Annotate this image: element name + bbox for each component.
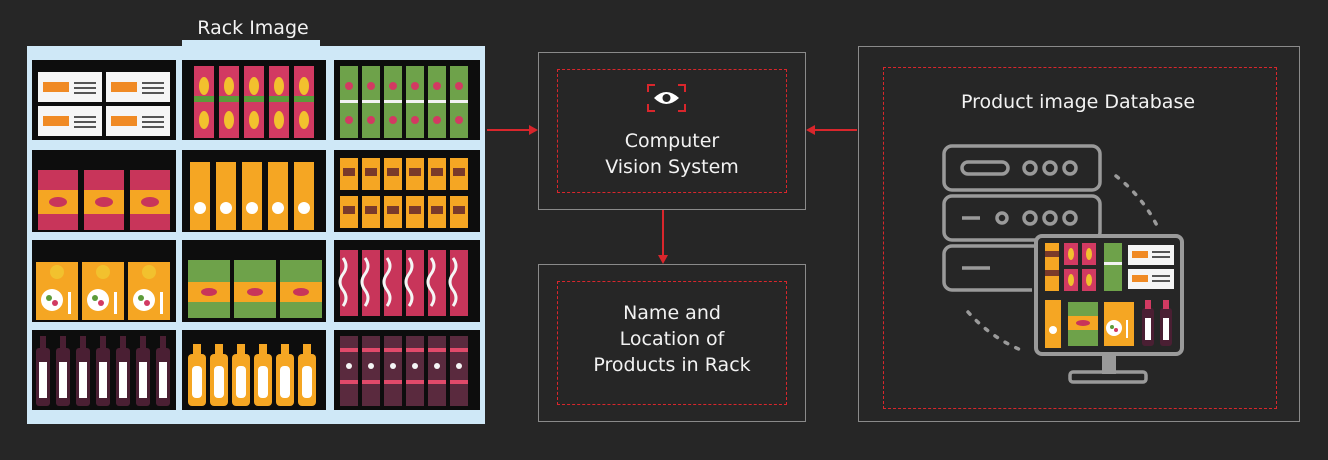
database-title: Product image Database (960, 91, 1196, 113)
cv-system-label-2: Vision System (605, 156, 739, 178)
product-salad-boxes (36, 262, 170, 320)
product-pink-boxes (338, 250, 468, 316)
arrow-rack-to-cv (487, 125, 538, 135)
cv-system-label-1: Computer (624, 130, 720, 152)
product-red-boxes (38, 170, 170, 230)
output-label-3: Products in Rack (593, 354, 751, 376)
product-orange-bottles (188, 344, 316, 406)
product-green-bags (188, 260, 322, 318)
arrow-db-to-cv (806, 125, 857, 135)
output-box (538, 264, 806, 422)
cv-system-box (538, 52, 806, 210)
product-orange-cartons (190, 162, 314, 230)
output-label-2: Location of (619, 328, 725, 350)
product-dark-bottles (36, 336, 170, 406)
product-dark-boxes (340, 336, 468, 406)
product-orange-small-boxes (340, 158, 468, 228)
output-label-1: Name and (623, 302, 721, 324)
database-box (858, 46, 1300, 422)
product-cake-boxes (38, 72, 170, 136)
product-corn-cans (194, 66, 314, 138)
arrow-cv-to-output (658, 210, 668, 264)
rack-title: Rack Image (197, 17, 309, 39)
product-green-cans (340, 66, 468, 138)
